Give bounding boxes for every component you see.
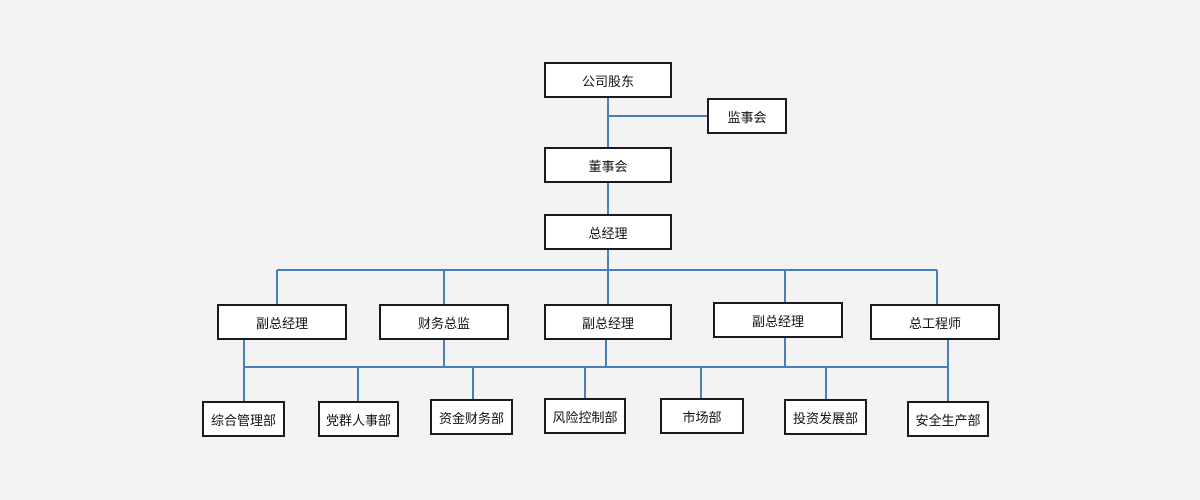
node-dept-capital-finance: 资金财务部 [430, 399, 513, 435]
node-shareholders: 公司股东 [544, 62, 672, 98]
node-finance-director: 财务总监 [379, 304, 509, 340]
node-dept-party-hr: 党群人事部 [318, 401, 399, 437]
node-deputy-general-manager-3: 副总经理 [713, 302, 843, 338]
node-deputy-general-manager-2: 副总经理 [544, 304, 672, 340]
node-general-manager: 总经理 [544, 214, 672, 250]
node-board-of-directors: 董事会 [544, 147, 672, 183]
node-dept-risk-control: 风险控制部 [544, 398, 626, 434]
node-dept-general-management: 综合管理部 [202, 401, 285, 437]
node-dept-safety-production: 安全生产部 [907, 401, 989, 437]
node-supervisory-board: 监事会 [707, 98, 787, 134]
node-dept-market: 市场部 [660, 398, 744, 434]
node-chief-engineer: 总工程师 [870, 304, 1000, 340]
node-dept-investment-development: 投资发展部 [784, 399, 867, 435]
node-deputy-general-manager-1: 副总经理 [217, 304, 347, 340]
